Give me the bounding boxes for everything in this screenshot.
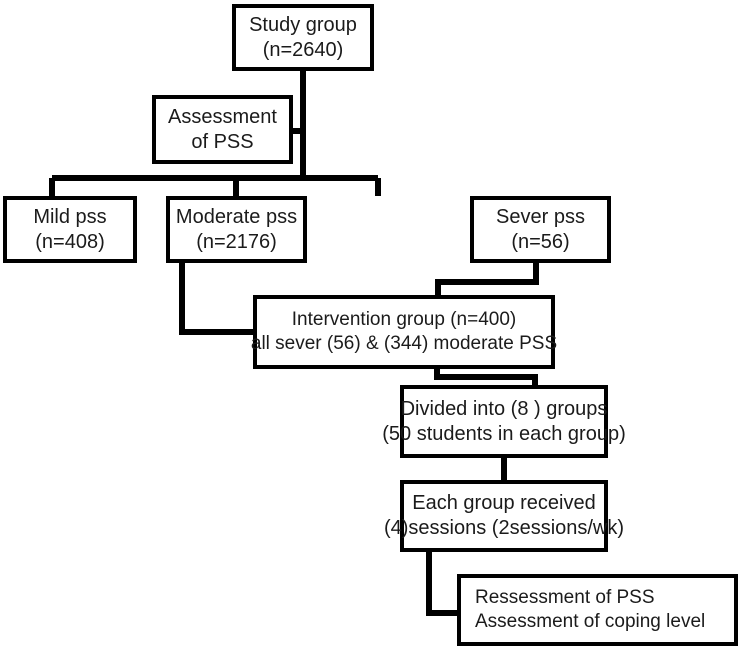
node-reassessment-line1: Ressessment of PSS — [475, 587, 655, 609]
node-sever-line2: (n=56) — [511, 230, 570, 253]
node-sessions-line2: (4)sessions (2sessions/wk) — [383, 517, 625, 539]
node-mild-pss[interactable]: Mild pss (n=408) — [3, 196, 137, 263]
node-mild-line2: (n=408) — [35, 230, 105, 253]
node-intervention-line2: all sever (56) & (344) moderate PSS — [250, 333, 558, 354]
node-reassessment-line2: Assessment of coping level — [475, 611, 706, 632]
node-divided-line1: Divided into (8 ) groups — [400, 397, 608, 420]
node-study-group-line1: Study group — [249, 13, 357, 36]
node-assessment-of-pss[interactable]: Assessment of PSS — [152, 95, 293, 164]
node-sever-pss[interactable]: Sever pss (n=56) — [470, 196, 611, 263]
node-divided-line2: (50 students in each group) — [382, 422, 626, 445]
connector-sever-to-intervention — [435, 263, 539, 295]
node-moderate-line1: Moderate pss — [175, 205, 298, 228]
node-moderate-line2: (n=2176) — [196, 230, 277, 253]
node-study-group-line2: (n=2640) — [262, 38, 344, 61]
node-intervention-line1: Intervention group (n=400) — [291, 309, 517, 331]
node-study-group[interactable]: Study group (n=2640) — [232, 4, 374, 71]
node-mild-line1: Mild pss — [33, 205, 107, 228]
node-sessions-line1: Each group received — [412, 492, 596, 514]
connector-moderate-to-intervention — [179, 263, 253, 335]
node-reassessment[interactable]: Ressessment of PSS Assessment of coping … — [457, 574, 738, 646]
node-each-group-received[interactable]: Each group received (4)sessions (2sessio… — [384, 480, 624, 552]
node-assessment-line2: of PSS — [191, 130, 254, 153]
connector-sessions-to-reassessment — [426, 552, 457, 616]
node-moderate-pss[interactable]: Moderate pss (n=2176) — [166, 196, 307, 263]
node-intervention-group[interactable]: Intervention group (n=400) all sever (56… — [250, 295, 558, 369]
node-assessment-line1: Assessment — [168, 105, 277, 128]
node-divided-into-groups[interactable]: Divided into (8 ) groups (50 students in… — [382, 385, 626, 458]
node-sever-line1: Sever pss — [496, 205, 585, 228]
connector-intervention-to-divided — [434, 369, 538, 385]
